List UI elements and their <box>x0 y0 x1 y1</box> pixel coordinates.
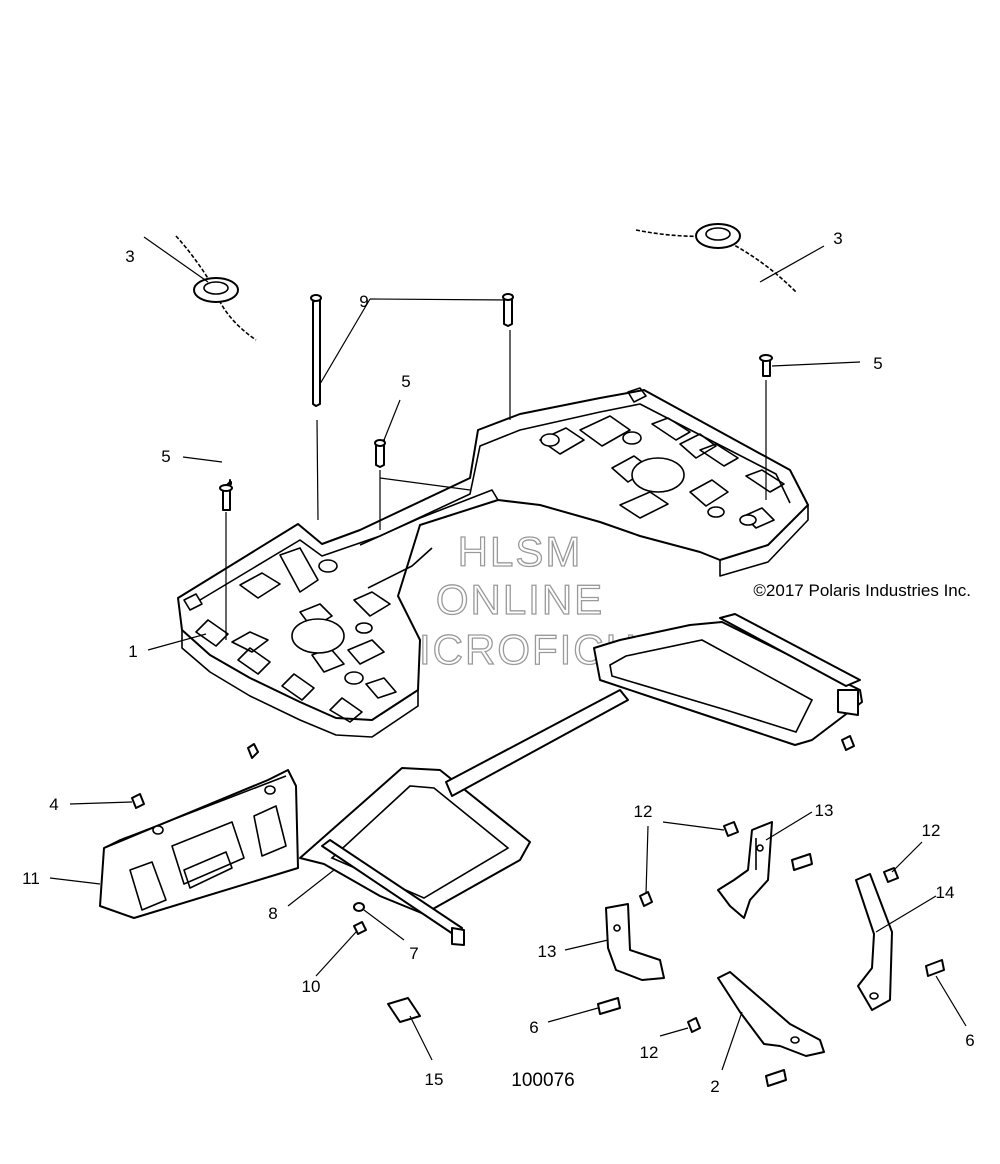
rack-subframe <box>299 613 863 946</box>
nut <box>353 921 367 935</box>
callout-13-upper: 13 <box>815 801 834 820</box>
bracket-upper <box>717 821 773 919</box>
callout-8: 8 <box>268 904 277 923</box>
callout-15: 15 <box>425 1070 444 1089</box>
copyright-notice: ©2017 Polaris Industries Inc. <box>753 581 971 600</box>
callout-5-right: 5 <box>873 354 882 373</box>
callout-3-right: 3 <box>833 229 842 248</box>
callout-9: 9 <box>359 292 368 311</box>
callout-5-center: 5 <box>401 372 410 391</box>
watermark-line-2: ONLINE <box>436 576 604 623</box>
flange-bolts <box>597 853 945 1087</box>
callout-12-right: 12 <box>922 821 941 840</box>
callout-7: 7 <box>409 944 418 963</box>
rear-rack-panel <box>177 387 809 738</box>
callout-12-top: 12 <box>634 802 653 821</box>
watermark-line-1: HLSM <box>458 528 583 575</box>
callout-2: 2 <box>710 1077 719 1096</box>
callout-14: 14 <box>936 883 955 902</box>
support-arm-right <box>855 873 893 1011</box>
guard-panel <box>99 769 299 919</box>
callout-1: 1 <box>128 642 137 661</box>
callouts: 1 2 3 3 4 5 5 5 6 6 7 8 9 10 11 12 12 12… <box>22 229 975 1096</box>
leader-lines <box>49 236 967 1071</box>
callout-3-left: 3 <box>125 247 134 266</box>
tie-down-right <box>635 223 797 293</box>
callout-5-left: 5 <box>161 447 170 466</box>
diagram-reference-number: 100076 <box>511 1070 574 1091</box>
callout-4: 4 <box>49 795 58 814</box>
pad <box>387 997 421 1023</box>
tie-down-left <box>175 235 257 341</box>
callout-10: 10 <box>302 977 321 996</box>
callout-13-lower: 13 <box>538 942 557 961</box>
callout-6-left: 6 <box>529 1018 538 1037</box>
callout-6-right: 6 <box>965 1031 974 1050</box>
callout-12-bottom: 12 <box>640 1043 659 1062</box>
bracket-lower <box>605 903 665 981</box>
clips <box>639 821 899 1033</box>
callout-11: 11 <box>22 869 40 888</box>
support-arm-lower <box>717 971 825 1057</box>
push-rivets <box>131 735 855 809</box>
washer <box>353 902 365 912</box>
